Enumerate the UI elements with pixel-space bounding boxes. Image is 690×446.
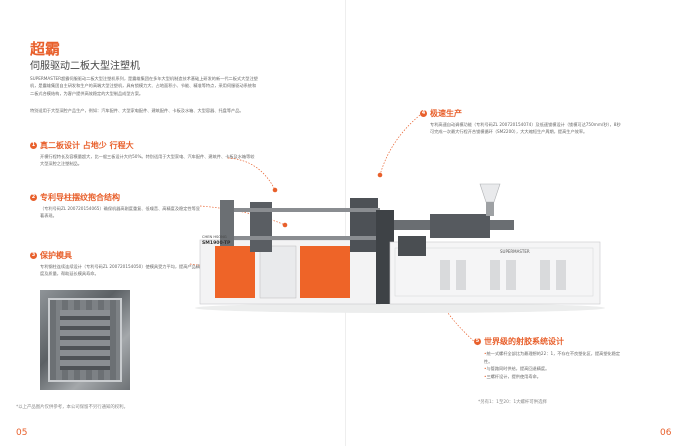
- rear-clamp-block: [220, 200, 234, 246]
- page-spine: [345, 0, 346, 446]
- injection-carriage: [430, 214, 490, 238]
- hopper: [479, 183, 501, 203]
- applications-text: 特别适用于大型深腔产品生产，例如：汽车配件、大型家电配件、建筑配件、卡板及水箱、…: [30, 108, 244, 113]
- feature-number: 1: [30, 142, 37, 149]
- connector-1: [227, 157, 276, 191]
- orange-guard-panel: [300, 246, 350, 298]
- injection-machine-illustration: SUPERMASTER CHEN HSONG SM1900-TP: [195, 183, 605, 313]
- connector-dot: [377, 172, 383, 178]
- center-column: [376, 210, 394, 304]
- page-number-left: 05: [16, 428, 28, 438]
- page-number-right: 06: [660, 428, 672, 438]
- window-panel: [259, 245, 297, 299]
- footnote-screw-option: *另有1：1至20：1大螺杆可供选择: [478, 400, 547, 405]
- machine-shadow: [195, 303, 605, 313]
- feature-title: 世界级的射胶系统设计: [484, 337, 564, 346]
- feature-title: 真二板设计 占地少 行程大: [40, 141, 134, 150]
- page-subtitle: 伺服驱动二板大型注塑机: [30, 61, 140, 72]
- intro-paragraph: SUPERMASTER超霸伺服驱动二板大型注塑机系列，是震雄集团在多年大型机制造…: [30, 76, 258, 96]
- feature-title: 极速生产: [430, 109, 462, 118]
- feature-text: 专利钢柱连续连续设计（专利号码ZL 200720154050）使模具受力平均，提…: [40, 264, 200, 276]
- connector-2: [199, 205, 286, 226]
- feature-number: 5: [474, 338, 481, 345]
- control-panel: [398, 236, 426, 256]
- feature-title: 保护模具: [40, 251, 72, 260]
- mold-photo: [40, 290, 130, 390]
- feature-title: 专利导柱摆纹抱合结构: [40, 193, 120, 202]
- machine-brand: SUPERMASTER: [500, 249, 530, 254]
- fixed-platen: [350, 198, 378, 252]
- feature-bullet-list: 统一式螺杆全部比为最理想的22：1，不存在不良塑化区，提高塑化稳定性。 与管路同…: [484, 350, 624, 380]
- page-title: 超霸: [30, 40, 61, 58]
- feature-number: 2: [30, 194, 37, 201]
- feature-text: 专利高速自动调模功能（专利号码ZL 200720154074）及低速锁模设计（锁…: [430, 122, 621, 134]
- base-vent-slots: [440, 260, 566, 290]
- feature-bullet: 三螺杆设计，提供使用寿命。: [484, 373, 624, 381]
- feature-bullet: 与管路同时供给，提高回退精度。: [484, 365, 624, 373]
- machine-logo: CHEN HSONG: [202, 235, 227, 239]
- tie-bar-top: [230, 208, 380, 212]
- tie-bar-bottom: [230, 236, 380, 240]
- hopper-throat: [486, 202, 494, 216]
- connector-4: [379, 114, 421, 176]
- feature-number: 4: [420, 110, 427, 117]
- connector-dot: [282, 222, 288, 228]
- orange-door-panel: [215, 246, 255, 298]
- feature-number: 3: [30, 252, 37, 259]
- feature-text: （专利号码ZL 200720154065）确保机器高刚度重复、低噪音、高精度及稳…: [40, 206, 200, 218]
- connector-dot: [272, 187, 278, 193]
- machine-model: SM1900-TP: [202, 240, 231, 246]
- footnote-disclaimer: *以上产品图片仅供参考，本公司保留不另行通知的权利。: [16, 405, 128, 410]
- feature-bullet: 统一式螺杆全部比为最理想的22：1，不存在不良塑化区，提高塑化稳定性。: [484, 350, 624, 365]
- feature-text: 开模行程特长及容模量超大，比一般三板设计大约50%。特别适用于大型家电、汽车配件…: [40, 154, 255, 166]
